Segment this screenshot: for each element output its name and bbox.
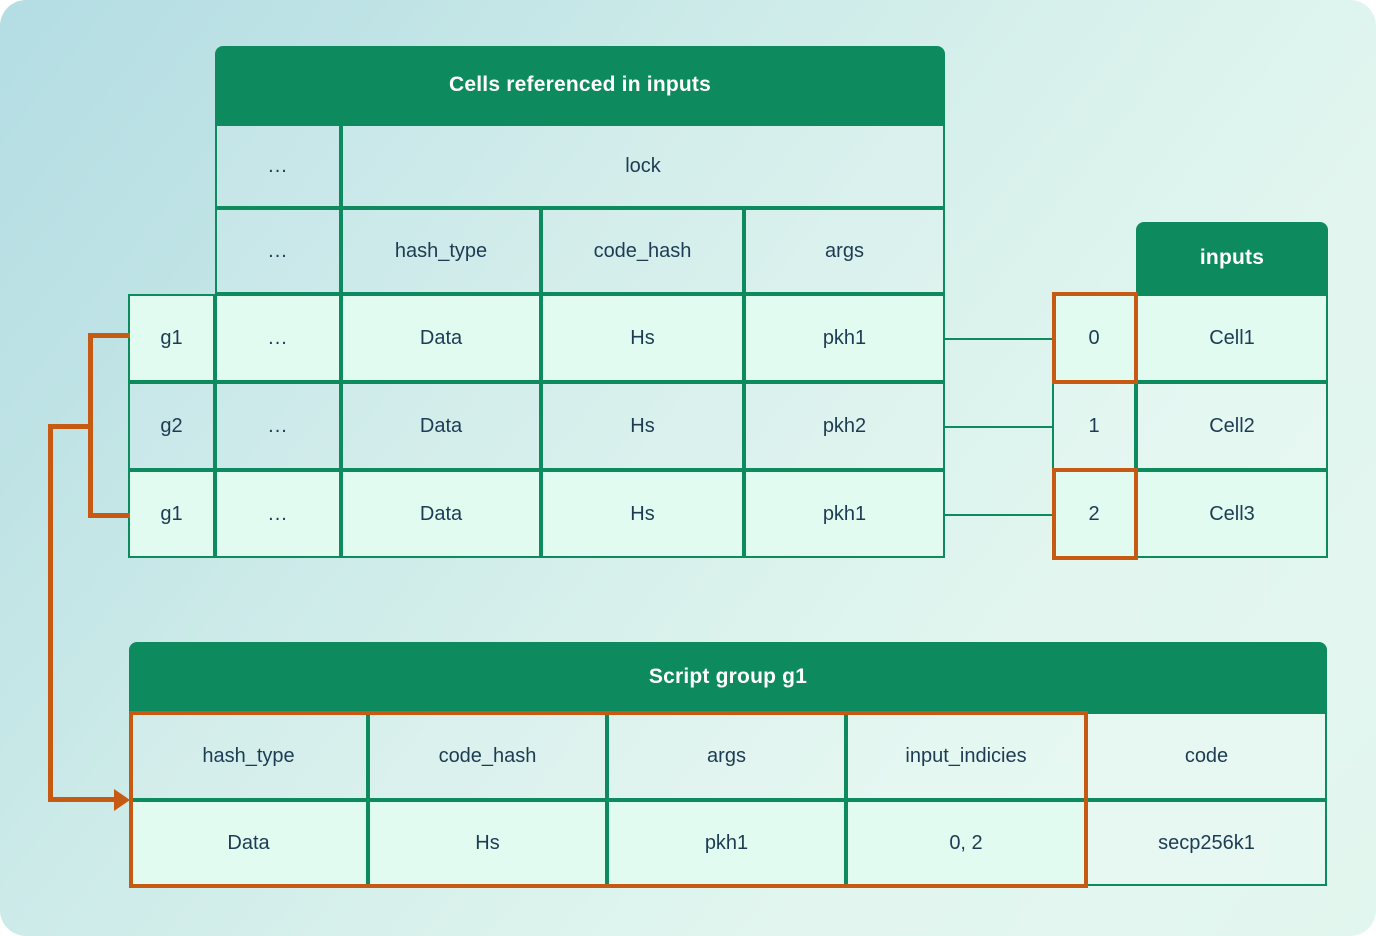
cells-row-hash-type: Data — [341, 382, 541, 470]
connector-row2-to-input2 — [945, 514, 1052, 516]
cells-row-hash-type: Data — [341, 294, 541, 382]
cells-meta-col-header: ... — [215, 124, 341, 208]
orange-connector-stub-row2 — [88, 513, 130, 518]
orange-connector-arrowhead — [114, 789, 130, 811]
connector-row0-to-input0 — [945, 338, 1052, 340]
cells-subheader-hash-type: hash_type — [341, 208, 541, 294]
inputs-cell-name: Cell1 — [1136, 294, 1328, 382]
cells-row-meta: ... — [215, 470, 341, 558]
script-group-value-code: secp256k1 — [1086, 800, 1327, 886]
inputs-index-cell: 1 — [1052, 382, 1136, 470]
orange-connector-branch-horizontal — [48, 424, 93, 429]
cells-row-code-hash: Hs — [541, 294, 744, 382]
connector-row1-to-input1 — [945, 426, 1052, 428]
inputs-index-cell: 2 — [1052, 470, 1136, 558]
script-group-value-hash-type: Data — [129, 800, 368, 886]
cells-row-meta: ... — [215, 382, 341, 470]
cells-row-meta: ... — [215, 294, 341, 382]
cells-row-args: pkh1 — [744, 470, 945, 558]
cells-row-group: g2 — [128, 382, 215, 470]
script-group-header-args: args — [607, 712, 846, 800]
cells-row-hash-type: Data — [341, 470, 541, 558]
script-group-header-hash-type: hash_type — [129, 712, 368, 800]
script-group-header-input-indicies: input_indicies — [846, 712, 1086, 800]
cells-row-code-hash: Hs — [541, 382, 744, 470]
script-group-header-code: code — [1086, 712, 1327, 800]
cells-row-args: pkh2 — [744, 382, 945, 470]
inputs-table-title: inputs — [1136, 222, 1328, 294]
orange-connector-down-vertical — [48, 424, 53, 802]
inputs-cell-name: Cell3 — [1136, 470, 1328, 558]
script-group-value-input-indicies: 0, 2 — [846, 800, 1086, 886]
script-group-title: Script group g1 — [129, 642, 1327, 712]
cells-lock-header: lock — [341, 124, 945, 208]
cells-subheader-meta: ... — [215, 208, 341, 294]
cells-subheader-args: args — [744, 208, 945, 294]
cells-row-code-hash: Hs — [541, 470, 744, 558]
script-group-header-code-hash: code_hash — [368, 712, 607, 800]
cells-row-group: g1 — [128, 294, 215, 382]
cells-table-title: Cells referenced in inputs — [215, 46, 945, 124]
cells-row-args: pkh1 — [744, 294, 945, 382]
orange-connector-stub-row0 — [88, 333, 130, 338]
inputs-cell-name: Cell2 — [1136, 382, 1328, 470]
orange-connector-into-script-group — [48, 797, 120, 802]
cells-row-group: g1 — [128, 470, 215, 558]
inputs-index-cell: 0 — [1052, 294, 1136, 382]
script-group-value-args: pkh1 — [607, 800, 846, 886]
script-group-value-code-hash: Hs — [368, 800, 607, 886]
cells-subheader-code-hash: code_hash — [541, 208, 744, 294]
